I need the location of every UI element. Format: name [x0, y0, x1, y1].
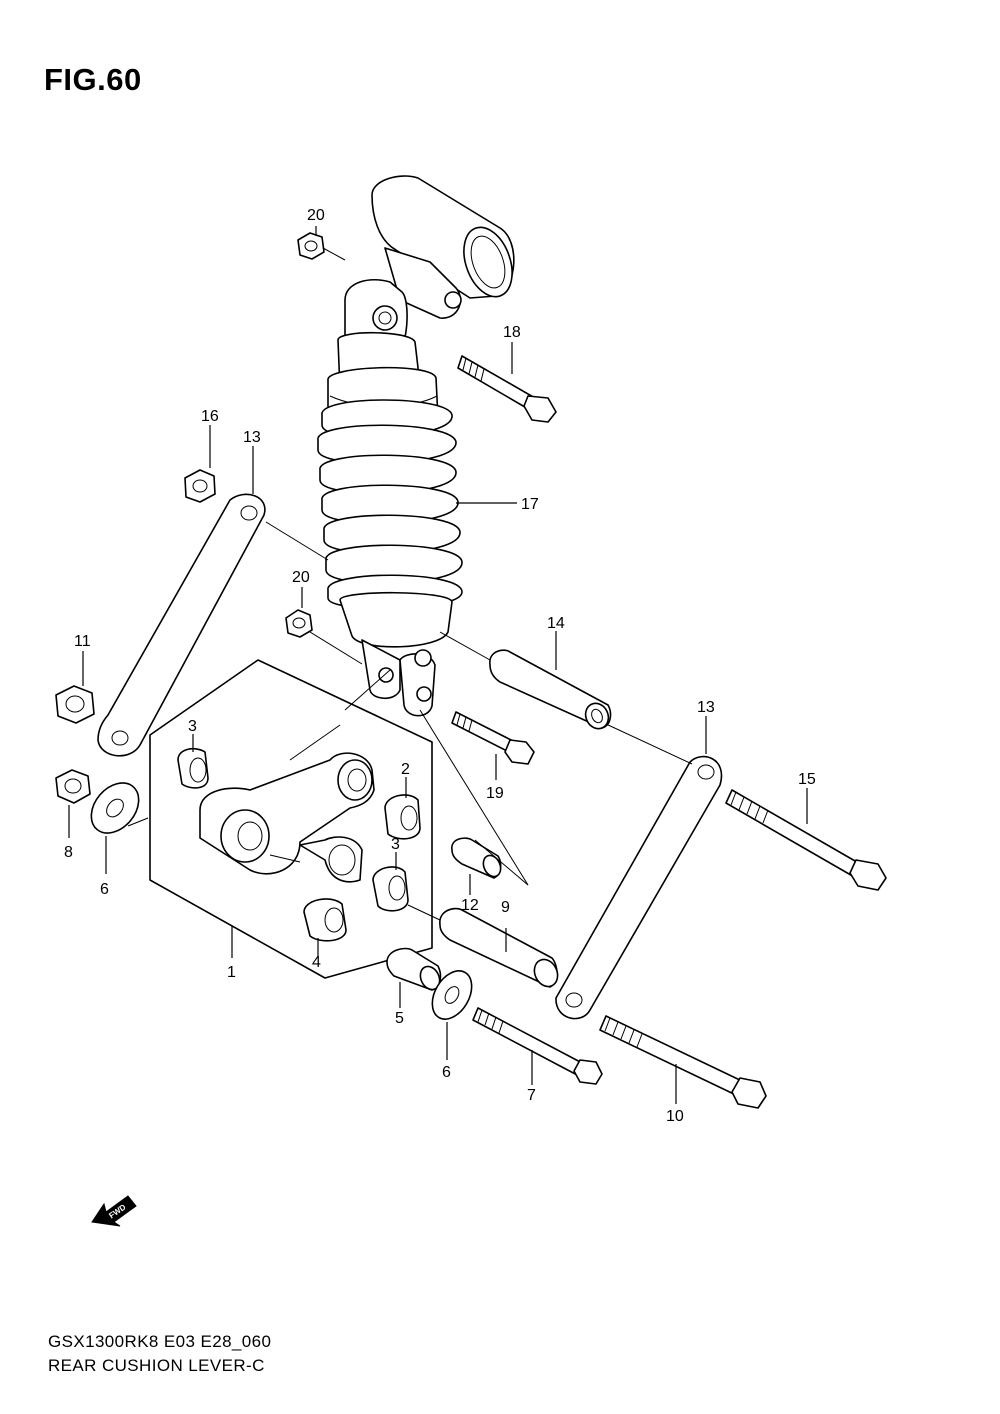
rear-shock-absorber [317, 175, 515, 717]
callout-6: 6 [442, 1064, 451, 1081]
spacer-5 [386, 947, 442, 991]
nut-8 [55, 769, 91, 804]
cushion-lever-assembly-1 [149, 659, 433, 979]
callout-15: 15 [798, 771, 816, 788]
callout-1: 1 [227, 964, 236, 981]
callout-12: 12 [461, 897, 479, 914]
callout-8: 8 [64, 844, 73, 861]
bearing-2 [384, 794, 421, 840]
figure-title: FIG.60 [44, 62, 142, 97]
bolt-18 [457, 355, 557, 423]
model-code: GSX1300RK8 E03 E28_060 [48, 1332, 272, 1351]
spacer-12 [451, 837, 502, 879]
bolt-7 [472, 1007, 603, 1085]
callout-20: 20 [292, 569, 310, 586]
cushion-rod-13-right [555, 755, 723, 1020]
nut-20-lower [285, 609, 313, 638]
bolt-19 [451, 711, 535, 765]
leader-lines [68, 226, 808, 1104]
callout-3: 3 [391, 836, 400, 853]
callout-10: 10 [666, 1108, 684, 1125]
bolt-10 [599, 1015, 767, 1109]
callout-labels: 20 18 16 13 17 20 11 14 13 3 2 15 8 6 19… [64, 207, 816, 1125]
washer-6-right [431, 970, 473, 1020]
bolt-15 [725, 789, 887, 891]
callout-9: 9 [501, 899, 510, 916]
nut-16 [184, 469, 216, 503]
callout-17: 17 [521, 496, 539, 513]
callout-13: 13 [243, 429, 261, 446]
bearing-3-lower [372, 866, 409, 912]
callout-14: 14 [547, 615, 565, 632]
nut-11 [55, 685, 95, 724]
cushion-rod-13-left [97, 493, 266, 757]
bearing-3-upper [177, 747, 209, 789]
callout-19: 19 [486, 785, 504, 802]
part-group-name: REAR CUSHION LEVER-C [48, 1356, 265, 1375]
nut-20-upper [297, 232, 325, 260]
callout-3: 3 [188, 718, 197, 735]
callout-20: 20 [307, 207, 325, 224]
callout-11: 11 [74, 633, 91, 650]
callout-6: 6 [100, 881, 109, 898]
callout-2: 2 [401, 761, 410, 778]
callout-16: 16 [201, 408, 219, 425]
washer-6-left [90, 782, 140, 834]
fwd-arrow-icon: FWD [91, 1195, 137, 1227]
callout-5: 5 [395, 1010, 404, 1027]
callout-18: 18 [503, 324, 521, 341]
spacer-14 [489, 649, 612, 730]
bearing-4 [303, 898, 347, 942]
callout-7: 7 [527, 1087, 536, 1104]
callout-13: 13 [697, 699, 715, 716]
callout-4: 4 [312, 954, 321, 971]
spacer-9 [439, 907, 559, 988]
